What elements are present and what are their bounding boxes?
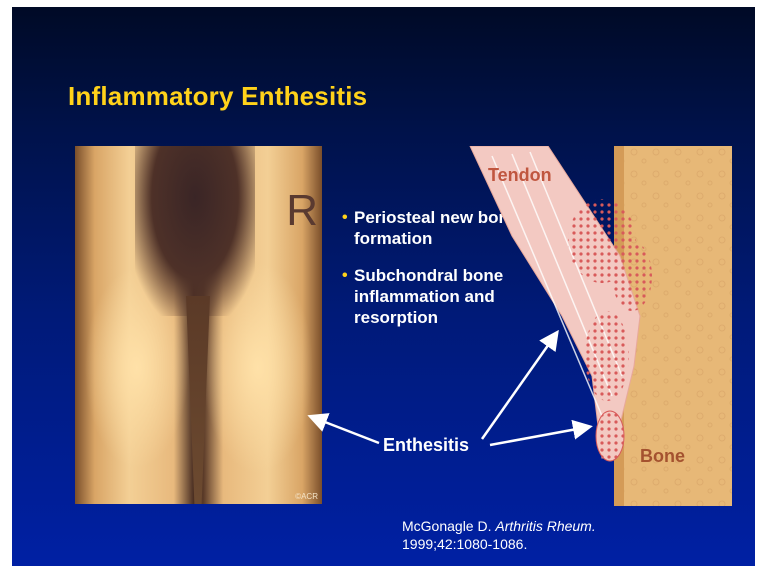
citation-author: McGonagle D. [402,518,491,534]
enthesitis-label: Enthesitis [383,435,469,456]
heel-photograph: R ©ACR [75,146,322,504]
bone-label: Bone [640,446,685,467]
tendon-label: Tendon [488,165,552,186]
photo-gap [183,296,213,504]
photo-copyright: ©ACR [295,492,318,501]
slide: Inflammatory Enthesitis R ©ACR • Periost… [12,7,755,566]
citation-line-1: McGonagle D. Arthritis Rheum. [402,517,596,535]
bullet-icon: • [342,265,348,286]
arrow-to-photo [312,417,379,443]
citation-details: 1999;42:1080-1086. [402,535,596,553]
citation-journal: Arthritis Rheum. [495,518,595,534]
citation: McGonagle D. Arthritis Rheum. 1999;42:10… [402,517,596,553]
photo-shadow [135,146,255,316]
side-marker: R [286,186,318,236]
bullet-icon: • [342,207,348,228]
enthesis-diagram [452,146,732,506]
slide-title: Inflammatory Enthesitis [68,81,367,112]
